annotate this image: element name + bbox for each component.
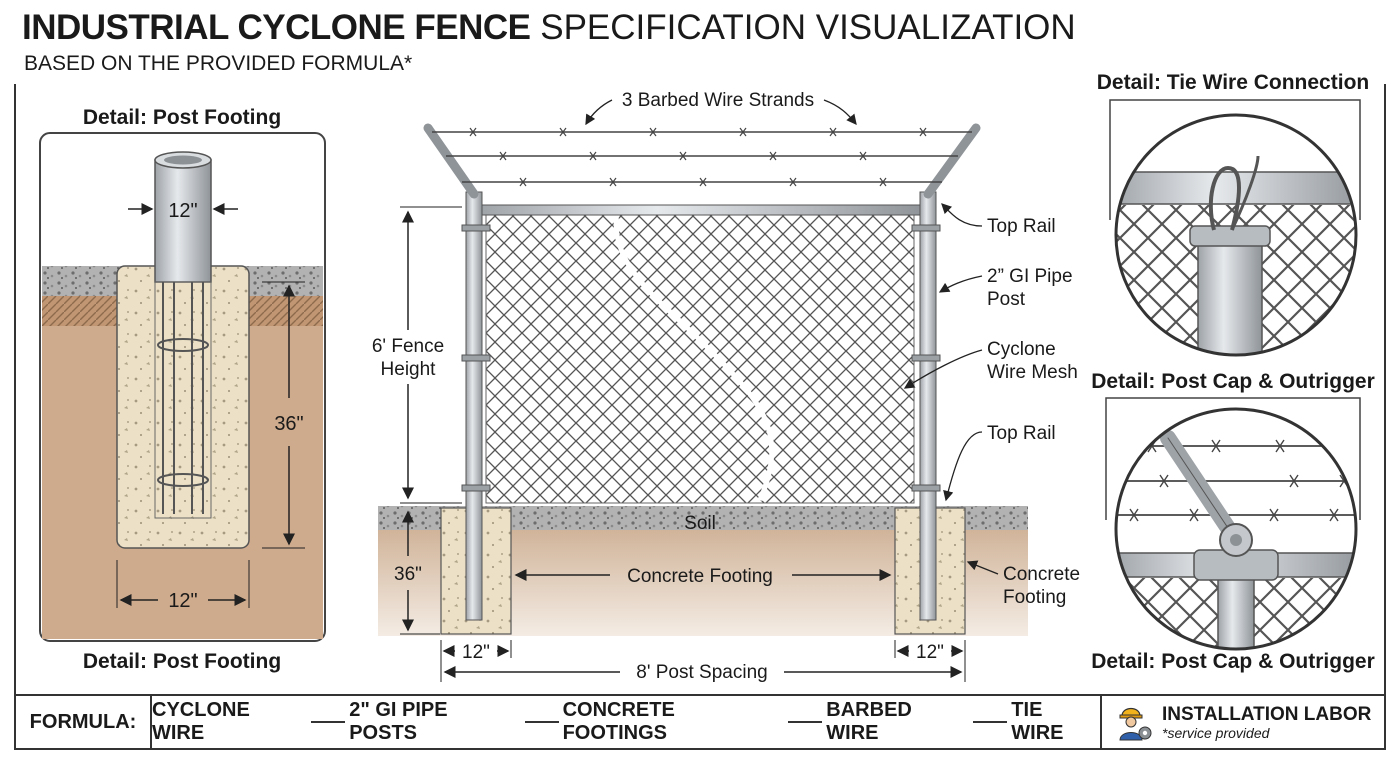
top-rail-label: Top Rail (987, 216, 1056, 237)
mesh-label-1: Cyclone (987, 339, 1056, 360)
concrete-footing-center-label: Concrete Footing (627, 566, 773, 587)
top-rail-lower-label: Top Rail (987, 423, 1056, 444)
main-depth-label: 36" (394, 564, 422, 585)
left-concrete-footing (116, 265, 250, 549)
tie-wire-detail: Detail: Tie Wire Connection (1097, 71, 1369, 357)
tie-wire-circle (1114, 113, 1358, 357)
pipe-post-label-1: 2” GI Pipe (987, 266, 1073, 287)
post-cap-title-bottom: Detail: Post Cap & Outrigger (1091, 650, 1375, 673)
cyclone-mesh (485, 212, 915, 504)
diagram-canvas: Detail: Post Footing 12" 36" (39, 71, 1375, 683)
fence-height-label-1: 6' Fence (372, 336, 444, 357)
mesh-label-2: Wire Mesh (987, 362, 1078, 383)
title-light: SPECIFICATION VISUALIZATION (540, 8, 1076, 47)
post-cap-title: Detail: Post Cap & Outrigger (1091, 370, 1375, 393)
labor-subtitle: *service provided (1162, 724, 1270, 741)
labor-title: INSTALLATION LABOR (1162, 703, 1372, 725)
formula-label: FORMULA: (16, 696, 152, 748)
left-detail-title: Detail: Post Footing (83, 106, 281, 129)
formula-bar: FORMULA: CYCLONE WIRE 2" GI PIPE POSTS C… (14, 694, 1386, 750)
formula-separator (973, 721, 1008, 723)
formula-item-barbed-wire: BARBED WIRE (826, 699, 912, 744)
worker-gear-icon (1119, 707, 1152, 741)
main-fence-elevation: 3 Barbed Wire Strands Top Rail 2” GI Pip… (372, 90, 1080, 683)
concrete-footing-right-label-2: Footing (1003, 587, 1066, 608)
post-cap-detail: Detail: Post Cap & Outrigger De (1091, 370, 1375, 673)
tie-wire-title: Detail: Tie Wire Connection (1097, 71, 1369, 94)
formula-separator (788, 721, 823, 723)
concrete-footing-right-label-1: Concrete (1003, 564, 1080, 585)
soil-label: Soil (684, 513, 716, 534)
left-post-footing-detail: Detail: Post Footing 12" 36" (39, 106, 326, 673)
formula-item-tie-wire: TIE WIRE (1011, 699, 1064, 744)
footing-left-width: 12" (462, 642, 490, 663)
left-depth: 36" (274, 413, 303, 435)
post-spacing-label: 8' Post Spacing (636, 662, 767, 683)
barbed-wire-label: 3 Barbed Wire Strands (622, 90, 814, 111)
formula-items: CYCLONE WIRE 2" GI PIPE POSTS CONCRETE F… (152, 696, 1102, 748)
left-pipe-diameter: 12" (168, 200, 197, 222)
page-subtitle: BASED ON THE PROVIDED FORMULA* (24, 52, 413, 75)
formula-item-cyclone-wire: CYCLONE WIRE (152, 699, 250, 744)
right-outrigger-arm (923, 123, 981, 199)
top-rail (477, 204, 925, 216)
left-outrigger-arm (423, 123, 479, 199)
fence-height-label-2: Height (381, 359, 437, 380)
left-detail-title-bottom: Detail: Post Footing (83, 650, 281, 673)
left-footing-width: 12" (168, 590, 197, 612)
title-bold: INDUSTRIAL CYCLONE FENCE (22, 8, 531, 47)
left-post (465, 191, 483, 621)
page-title: INDUSTRIAL CYCLONE FENCE SPECIFICATION V… (22, 8, 1076, 48)
footing-right-width: 12" (916, 642, 944, 663)
installation-labor: INSTALLATION LABOR *service provided (1102, 696, 1384, 748)
formula-separator (311, 721, 346, 723)
diagram-frame (14, 84, 1386, 694)
formula-item-concrete-footings: CONCRETE FOOTINGS (562, 699, 675, 744)
formula-item-gi-pipe-posts: 2" GI PIPE POSTS (349, 699, 448, 744)
post-cap-circle (1114, 407, 1358, 651)
pipe-post-label-2: Post (987, 289, 1026, 310)
left-rebar-cage (157, 282, 209, 514)
right-post (919, 191, 937, 621)
barbed-wires (432, 131, 972, 183)
formula-separator (524, 721, 559, 723)
